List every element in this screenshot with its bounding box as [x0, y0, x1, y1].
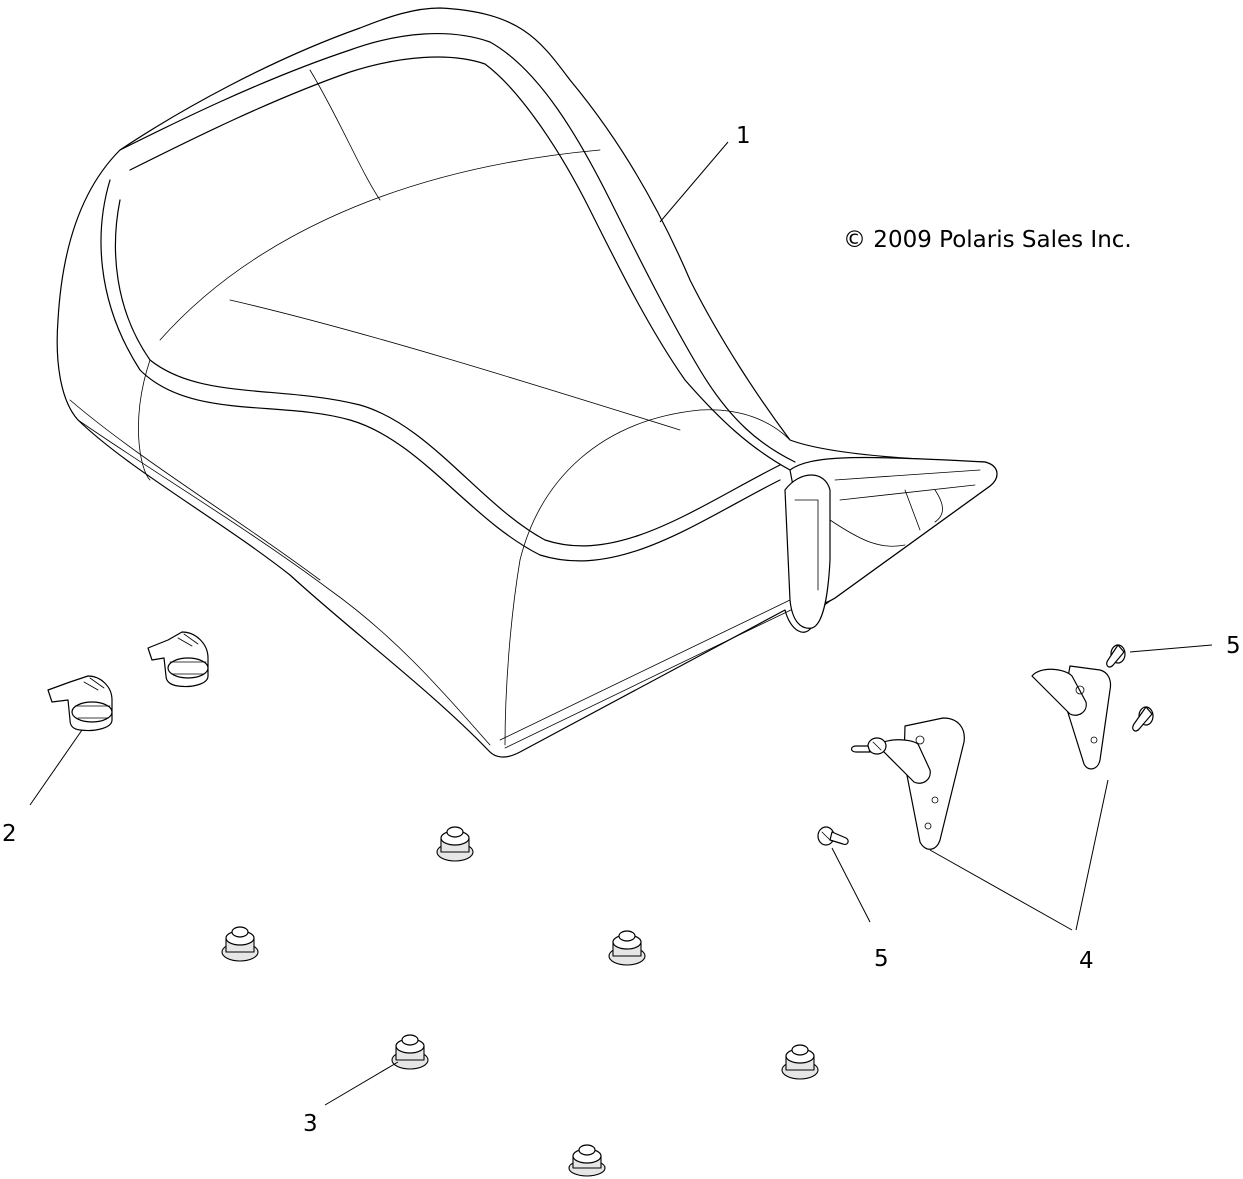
bracket-right	[1031, 665, 1112, 770]
leader-4a	[929, 849, 1073, 931]
callout-2: 2	[2, 821, 17, 847]
seat-assembly	[56, 7, 998, 758]
grommet	[568, 1144, 606, 1177]
leader-2	[29, 729, 83, 806]
latch-clip-right	[147, 631, 209, 688]
copyright-text: © 2009 Polaris Sales Inc.	[843, 227, 1132, 253]
leader-3	[324, 1061, 399, 1106]
callout-5-lower: 5	[874, 946, 889, 972]
grommets	[221, 826, 819, 1177]
screw-mid-right	[1132, 706, 1154, 732]
leader-lines	[29, 141, 1213, 1106]
grommet	[436, 826, 474, 862]
bracket-left	[877, 717, 965, 850]
callout-1: 1	[736, 123, 751, 149]
leader-5-upper	[1129, 644, 1213, 653]
leader-1	[659, 141, 729, 223]
grommet	[391, 1034, 429, 1070]
grommet	[781, 1044, 819, 1080]
callout-3: 3	[303, 1111, 318, 1137]
grommet	[608, 930, 646, 966]
leader-5-lower	[831, 847, 871, 923]
callout-5-upper: 5	[1226, 633, 1241, 659]
latch-clip-left	[47, 675, 113, 732]
screw-lower-left	[817, 826, 849, 846]
screw-mid-left	[850, 737, 887, 755]
screw-top-right	[1106, 644, 1126, 668]
callout-4: 4	[1079, 948, 1094, 974]
grommet	[221, 926, 259, 962]
leader-4b	[1075, 779, 1109, 931]
